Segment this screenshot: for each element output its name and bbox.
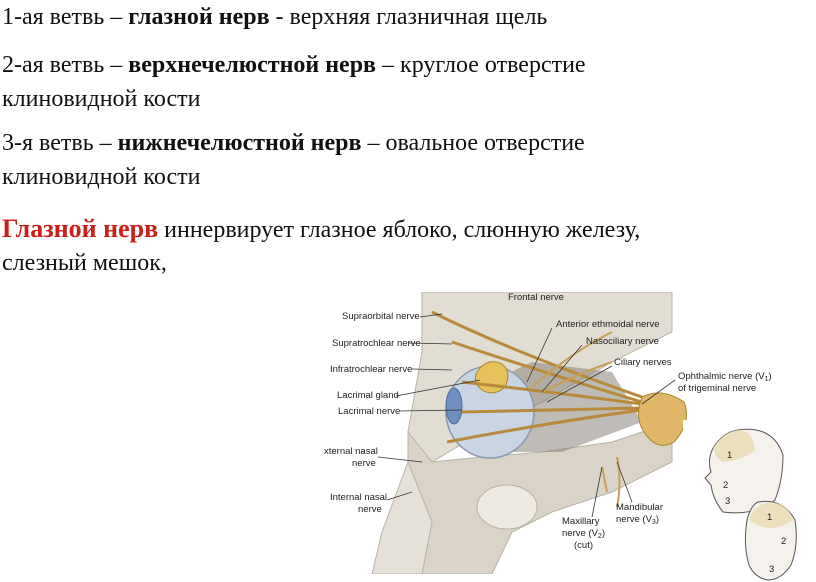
label-nasociliary-nerve: Nasociliary nerve (586, 336, 659, 347)
line-2-prefix: 2-ая ветвь – (2, 52, 129, 78)
label-internal-nasal-2: nerve (358, 504, 382, 515)
label-frontal-nerve: Frontal nerve (508, 292, 564, 303)
ophthalmic-zone (713, 430, 755, 462)
front-number-2: 2 (781, 536, 786, 547)
line-2-bold: верхнечелюстной нерв (128, 52, 377, 78)
label-mandibular-1: Mandibular (616, 502, 663, 513)
label-ophthalmic-nerve-2: of trigeminal nerve (678, 383, 756, 394)
text-line-4b: слезный мешок, (2, 250, 167, 276)
orbit-nerve-illustration: Frontal nerve Supraorbital nerve Supratr… (324, 292, 772, 574)
line-3-prefix: 3-я ветвь – (2, 130, 118, 156)
line-2-suffix: – круглое отверстие (376, 52, 586, 78)
front-number-3: 3 (769, 564, 774, 575)
label-external-nasal-1: xternal nasal (324, 446, 378, 457)
label-infratrochlear-nerve: Infratrochlear nerve (330, 364, 412, 375)
red-heading: Глазной нерв (2, 214, 159, 243)
text-line-3: 3-я ветвь – нижнечелюстной нерв – овальн… (2, 126, 585, 160)
text-line-2b: клиновидной кости (2, 86, 201, 112)
line-1-suffix: - верхняя глазничная щель (269, 4, 548, 30)
line-3-bold: нижнечелюстной нерв (117, 130, 362, 156)
label-internal-nasal-1: Internal nasal (330, 492, 387, 503)
label-mandibular-2: nerve (V3) (616, 514, 659, 526)
text-line-2: 2-ая ветвь – верхнечелюстной нерв – круг… (2, 48, 586, 82)
label-maxillary-3: (cut) (574, 540, 593, 551)
label-anterior-ethmoidal-nerve: Anterior ethmoidal nerve (556, 319, 660, 330)
trigeminal-ganglion (638, 392, 687, 446)
label-supraorbital-nerve: Supraorbital nerve (342, 311, 420, 322)
nerve-twigs (531, 331, 621, 508)
face-number-2: 2 (723, 480, 728, 491)
front-number-1: 1 (767, 512, 772, 523)
line-1-bold: глазной нерв (128, 4, 270, 30)
face-number-1: 1 (727, 450, 732, 461)
face-number-3: 3 (725, 496, 730, 507)
label-maxillary-1: Maxillary (562, 516, 600, 527)
text-line-4: Глазной нерв иннервирует глазное яблоко,… (2, 212, 640, 247)
line-1-prefix: 1-ая ветвь – (2, 4, 129, 30)
front-ophthalmic-zone (749, 502, 793, 528)
leader-lines (377, 313, 676, 518)
text-line-3b: клиновидной кости (2, 164, 201, 190)
label-supratrochlear-nerve: Supratrochlear nerve (332, 338, 421, 349)
maxillary-sinus (476, 484, 538, 530)
label-maxillary-2: nerve (V2) (562, 528, 605, 540)
line-4-suffix: иннервирует глазное яблоко, слюнную желе… (158, 217, 641, 243)
label-lacrimal-gland: Lacrimal gland (337, 390, 399, 401)
nasal-bone (371, 460, 433, 574)
text-line-1: 1-ая ветвь – глазной нерв - верхняя глаз… (2, 0, 547, 34)
face-dermatome-illustration: 1 2 3 1 2 3 (683, 420, 808, 582)
line-3-suffix: – овальное отверстие (361, 130, 585, 156)
label-external-nasal-2: nerve (352, 458, 376, 469)
cornea (445, 387, 463, 425)
label-ciliary-nerves: Ciliary nerves (614, 357, 672, 368)
label-lacrimal-nerve: Lacrimal nerve (338, 406, 400, 417)
nerve-branches (431, 310, 674, 444)
label-ophthalmic-nerve: Ophthalmic nerve (V1) (678, 371, 772, 383)
